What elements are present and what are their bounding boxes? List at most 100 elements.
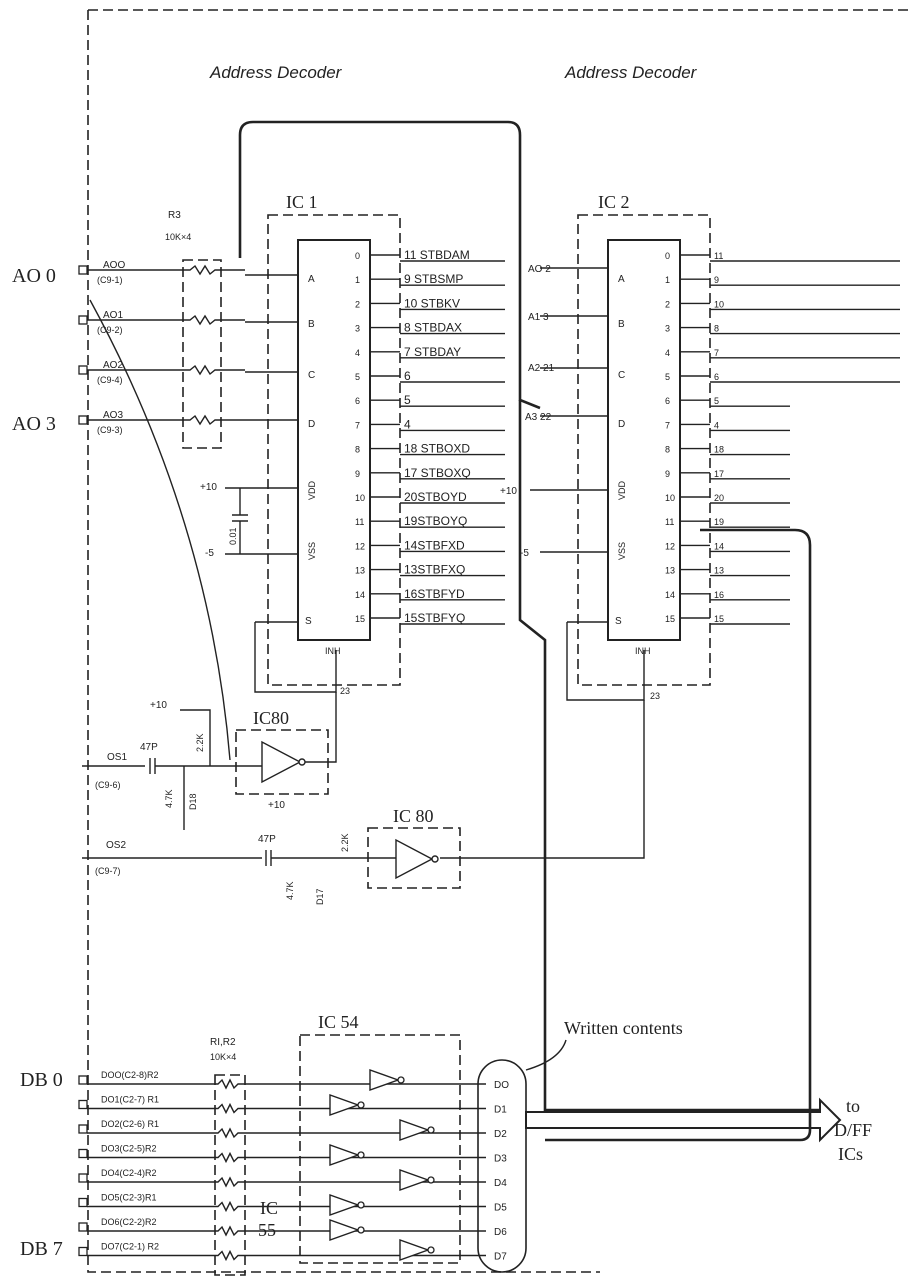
res-47k-1: 4.7K: [164, 789, 174, 808]
a-terminal-0: [78, 265, 88, 275]
d-row-wire-3: [87, 1151, 486, 1164]
bus-label-0: DO: [494, 1080, 509, 1091]
ic80-bubble-1: [298, 758, 306, 766]
ic1-out-pin-13: 13: [355, 566, 365, 576]
ic1-in-a: A: [308, 274, 315, 285]
inverter-bubble-7: [427, 1246, 435, 1254]
r12-label: RI,R2: [210, 1037, 236, 1048]
ic1-in-b: B: [308, 319, 315, 330]
ic2-out-pin-14: 14: [665, 590, 675, 600]
ic1-out-pin-4: 4: [355, 348, 360, 358]
ic2-out-pin-1: 1: [665, 275, 670, 285]
rail-m5-ic1: -5: [205, 548, 214, 559]
ic2-out-pin-4: 4: [665, 348, 670, 358]
d-terminal-2: [78, 1124, 88, 1134]
ic1-out-pin-12: 12: [355, 541, 365, 551]
a-row-wire-2: [87, 364, 245, 376]
inverter-6: [329, 1219, 361, 1241]
strobe-label-2: 10 STBKV: [404, 296, 460, 310]
diode-d18: D18: [188, 793, 198, 810]
ic1-s: S: [305, 616, 312, 627]
ic2-out-label-8: 18: [714, 445, 724, 455]
cap-001: 0.01: [228, 527, 238, 545]
ic1-pin23: 23: [340, 686, 350, 696]
ic2-inh-loop: [566, 621, 645, 701]
ic80-label: IC80: [253, 708, 289, 728]
ic1-out-pin-7: 7: [355, 420, 360, 430]
ic2-out-pin-3: 3: [665, 324, 670, 334]
a-terminal-3: [78, 415, 88, 425]
bus-label-3: D3: [494, 1154, 507, 1165]
strobe-label-3: 8 STBDAX: [404, 321, 462, 335]
d-row-label-4: DO4(C2-4)R2: [101, 1168, 157, 1178]
strobe-label-10: 20STBOYD: [404, 490, 467, 504]
ic1-out-pin-2: 2: [355, 299, 360, 309]
ics-label: ICs: [838, 1144, 863, 1164]
ic2-out-pin-5: 5: [665, 372, 670, 382]
written-leader: [525, 1039, 567, 1071]
d-row-label-6: DO6(C2-2)R2: [101, 1217, 157, 1227]
d-terminal-3: [78, 1148, 88, 1159]
a-row-conn-3: (C9-3): [97, 425, 123, 435]
ic1-inh: INH: [325, 646, 341, 656]
strobe-label-7: 4: [404, 417, 411, 431]
d-terminal-6: [78, 1222, 88, 1232]
d-terminal-1: [78, 1099, 88, 1110]
ic2-supply-wiring: [530, 489, 608, 553]
rail-p10-os2: +10: [268, 800, 285, 811]
d-row-label-5: DO5(C2-3)R1: [101, 1193, 157, 1203]
ic2-out-pin-15: 15: [665, 614, 675, 624]
title-right: Address Decoder: [564, 63, 698, 82]
ic2-vss: VSS: [617, 542, 627, 560]
ic2-bus-line: [545, 528, 812, 1142]
bus-label-6: D6: [494, 1227, 507, 1238]
ic1-in-d: D: [308, 419, 315, 430]
d-row-label-2: DO2(C2-6) R1: [101, 1119, 159, 1129]
res-22k-1: 2.2K: [195, 733, 205, 752]
guide-curve: [89, 299, 231, 761]
d-row-wire-6: [87, 1225, 486, 1237]
ic2-out-pin-2: 2: [665, 299, 670, 309]
port-os1-conn: (C9-6): [95, 780, 121, 790]
rail-p10-ic1: +10: [200, 482, 217, 493]
strobe-label-8: 18 STBOXD: [404, 442, 470, 456]
board-outline: [87, 9, 910, 1273]
strobe-label-13: 13STBFXQ: [404, 563, 465, 577]
ic2-in-d: D: [618, 419, 625, 430]
ic2-in-b: B: [618, 319, 625, 330]
inverter-bubble-6: [357, 1226, 365, 1234]
d-row-label-0: DOO(C2-8)R2: [101, 1070, 159, 1080]
ic2-out-pin-13: 13: [665, 566, 675, 576]
ic2-out-pin-10: 10: [665, 493, 675, 503]
dff-label: D/FF: [834, 1120, 872, 1140]
strobe-label-1: 9 STBSMP: [404, 272, 463, 286]
r3-package: [182, 259, 222, 449]
ic80-bubble-2: [431, 855, 439, 863]
ic2-out-label-13: 13: [714, 566, 724, 576]
ic2-out-label-4: 7: [714, 348, 719, 358]
d-row-wire-0: [87, 1078, 486, 1090]
ic2-out-label-6: 5: [714, 396, 719, 406]
ic2-out-label-2: 10: [714, 299, 724, 309]
ic1-out-pin-14: 14: [355, 590, 365, 600]
strobe-bus-line: [518, 400, 820, 1112]
ic54-package: [299, 1034, 461, 1264]
ic2-out-label-3: 8: [714, 324, 719, 334]
ic1-inh-loop: [254, 621, 337, 693]
ic2-out-pin-0: 0: [665, 251, 670, 261]
ic2-out-label-1: 9: [714, 275, 719, 285]
strobe-label-6: 5: [404, 393, 411, 407]
written-bundle: [477, 1059, 527, 1273]
ic1-out-pin-6: 6: [355, 396, 360, 406]
ic80b-label: IC 80: [393, 806, 434, 826]
ic2-out-label-14: 16: [714, 590, 724, 600]
strobe-label-12: 14STBFXD: [404, 538, 465, 552]
ic1-out-pin-10: 10: [355, 493, 365, 503]
inverter-3: [329, 1144, 361, 1166]
bus-label-4: D4: [494, 1178, 507, 1189]
